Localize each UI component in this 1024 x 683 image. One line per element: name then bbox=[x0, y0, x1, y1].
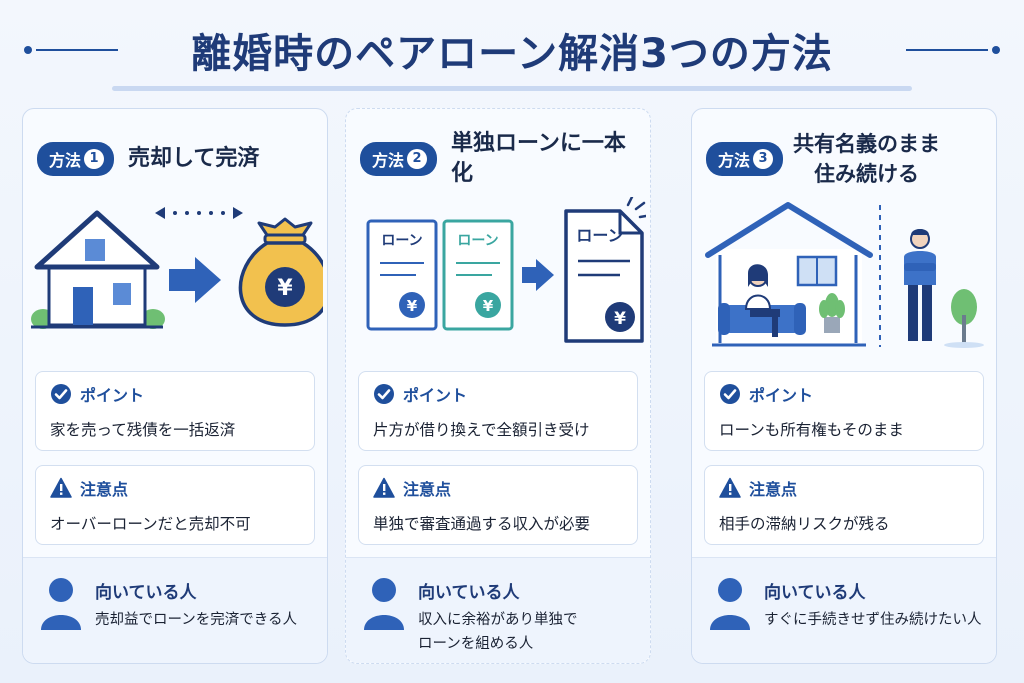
yen-symbol: ¥ bbox=[277, 276, 293, 301]
person-icon bbox=[41, 578, 81, 630]
method-card-3: 方法 3 共有名義のまま 住み続ける bbox=[691, 108, 997, 664]
point-label: ポイント bbox=[80, 386, 145, 405]
sell-illustration: ¥ bbox=[31, 207, 323, 329]
yen-symbol: ¥ bbox=[614, 309, 626, 329]
check-icon bbox=[374, 384, 394, 404]
card-header: 方法 1 売却して完済 bbox=[37, 129, 317, 189]
caution-label: 注意点 bbox=[80, 480, 129, 499]
title-row: 離婚時のペアローン解消3つの方法 bbox=[0, 18, 1024, 82]
method-title: 売却して完済 bbox=[128, 146, 260, 171]
point-label: ポイント bbox=[403, 386, 468, 405]
method-badge: 方法 1 bbox=[37, 142, 115, 176]
method-badge: 方法 2 bbox=[360, 142, 438, 176]
stay-illustration bbox=[705, 202, 984, 348]
suitable-person-section: 向いている人 すぐに手続きせず住み続けたい人 bbox=[692, 557, 996, 663]
check-icon bbox=[51, 384, 71, 404]
warning-icon bbox=[719, 477, 741, 498]
document-label: ローン bbox=[381, 233, 422, 249]
method-title: 単独ローンに一本化 bbox=[451, 131, 626, 186]
caution-label: 注意点 bbox=[403, 480, 452, 499]
warning-icon bbox=[373, 477, 395, 498]
badge-number: 1 bbox=[84, 149, 105, 169]
point-box: ポイント 片方が借り換えで全額引き受け bbox=[358, 371, 638, 451]
caution-box: 注意点 相手の滞納リスクが残る bbox=[704, 465, 984, 545]
point-box: ポイント ローンも所有権もそのまま bbox=[704, 371, 984, 451]
house-icon bbox=[705, 202, 873, 347]
person-icon bbox=[364, 578, 404, 630]
document-icon: ローン ¥ bbox=[366, 219, 438, 331]
suitable-person-text: すぐに手続きせず住み続けたい人 bbox=[764, 612, 982, 628]
exchange-arrow-icon bbox=[155, 207, 243, 219]
title-right-decoration bbox=[906, 46, 1000, 54]
method-badge: 方法 3 bbox=[706, 142, 784, 176]
suitable-person-label: 向いている人 bbox=[764, 583, 866, 603]
point-text: 家を売って残債を一括返済 bbox=[50, 421, 236, 439]
point-label: ポイント bbox=[749, 386, 814, 405]
badge-label: 方法 bbox=[49, 151, 82, 170]
suitable-person-label: 向いている人 bbox=[95, 583, 197, 603]
suitable-person-section: 向いている人 収入に余裕があり単独で ローンを組める人 bbox=[346, 557, 650, 663]
point-box: ポイント 家を売って残債を一括返済 bbox=[35, 371, 315, 451]
document-label: ローン bbox=[457, 233, 498, 249]
title-left-decoration bbox=[24, 46, 118, 54]
yen-symbol: ¥ bbox=[483, 297, 494, 315]
badge-label: 方法 bbox=[372, 151, 405, 170]
suitable-person-text-line-1: 収入に余裕があり単独で bbox=[418, 612, 578, 628]
title-underline bbox=[112, 86, 912, 91]
method-card-1: 方法 1 売却して完済 bbox=[22, 108, 328, 664]
caution-text: 相手の滞納リスクが残る bbox=[719, 515, 890, 533]
caution-text: 単独で審査通過する収入が必要 bbox=[373, 515, 591, 533]
house-icon bbox=[31, 210, 165, 329]
arrow-right-icon bbox=[522, 259, 554, 291]
tree-icon bbox=[944, 289, 984, 348]
document-icon: ローン ¥ bbox=[564, 197, 646, 343]
money-bag-icon: ¥ bbox=[238, 217, 323, 327]
page-title: 離婚時のペアローン解消3つの方法 bbox=[191, 31, 833, 77]
document-label: ローン bbox=[576, 226, 623, 245]
suitable-person-section: 向いている人 売却益でローンを完済できる人 bbox=[23, 557, 327, 663]
method-title: 共有名義のまま 住み続ける bbox=[793, 129, 940, 189]
caution-box: 注意点 オーバーローンだと売却不可 bbox=[35, 465, 315, 545]
badge-label: 方法 bbox=[718, 151, 751, 170]
consolidation-illustration: ローン ¥ ローン ¥ ローン ¥ bbox=[366, 197, 646, 343]
warning-icon bbox=[50, 477, 72, 498]
suitable-person-label: 向いている人 bbox=[418, 583, 520, 603]
person-icon bbox=[710, 578, 750, 630]
check-icon bbox=[720, 384, 740, 404]
method-title-line-1: 共有名義のまま bbox=[793, 132, 941, 156]
yen-symbol: ¥ bbox=[407, 297, 418, 315]
suitable-person-text: 売却益でローンを完済できる人 bbox=[95, 612, 297, 628]
caution-box: 注意点 単独で審査通過する収入が必要 bbox=[358, 465, 638, 545]
card-header: 方法 3 共有名義のまま 住み続ける bbox=[706, 129, 986, 189]
arrow-right-icon bbox=[169, 257, 221, 303]
method-card-2: 方法 2 単独ローンに一本化 ローン ¥ ローン ¥ bbox=[345, 108, 651, 664]
point-text: 片方が借り換えで全額引き受け bbox=[373, 421, 590, 439]
card-header: 方法 2 単独ローンに一本化 bbox=[360, 129, 640, 189]
suitable-person-text-line-2: ローンを組める人 bbox=[418, 636, 534, 652]
caution-label: 注意点 bbox=[749, 480, 798, 499]
badge-number: 3 bbox=[753, 149, 774, 169]
caution-text: オーバーローンだと売却不可 bbox=[50, 515, 251, 533]
person-icon bbox=[904, 229, 936, 341]
method-title-line-2: 住み続ける bbox=[814, 162, 920, 186]
point-text: ローンも所有権もそのまま bbox=[719, 421, 904, 439]
badge-number: 2 bbox=[407, 149, 428, 169]
document-icon: ローン ¥ bbox=[442, 219, 514, 331]
suitable-person-text: 収入に余裕があり単独で ローンを組める人 bbox=[418, 608, 642, 656]
